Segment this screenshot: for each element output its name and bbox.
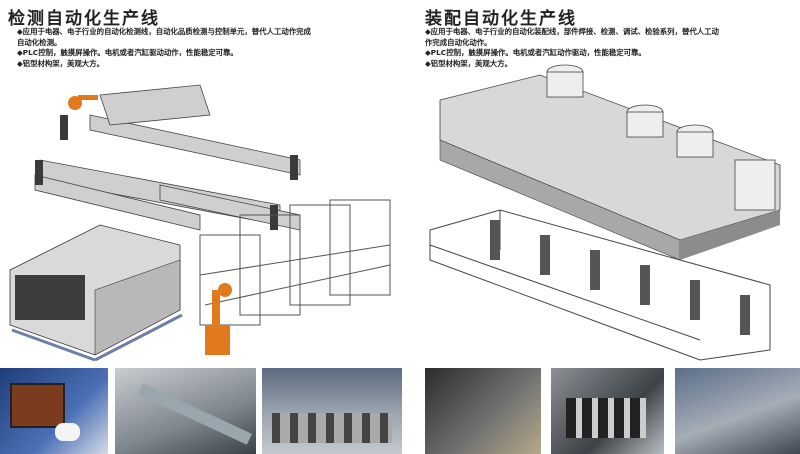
inspection-line-illustration — [9, 84, 391, 362]
photo-manual-testing — [0, 368, 108, 454]
photo-assembly-station-1 — [425, 368, 541, 454]
left-bullet-1: ◆应用于电器、电子行业的自动化检测线，自动化品质检测与控制单元，替代人工动作完成 — [17, 27, 311, 36]
right-bullet-1-cont: 作完成自动化动作。 — [425, 37, 492, 47]
left-bullet-1-cont: 自动化检测。 — [17, 37, 62, 47]
assembly-line-illustration — [429, 64, 781, 361]
photo-test-stations — [262, 368, 402, 454]
right-bullet-1: ◆应用于电器、电子行业的自动化装配线，部件焊接、检测、调试、检验系列，替代人工动 — [425, 27, 719, 36]
photo-assembly-station-2 — [551, 368, 664, 454]
left-bullets: ◆应用于电器、电子行业的自动化检测线，自动化品质检测与控制单元，替代人工动作完成… — [17, 27, 311, 69]
right-bullet-2: ◆PLC控制，触摸屏操作。电机或者汽缸动作驱动，性能稳定可靠。 — [425, 48, 646, 57]
left-bullet-2: ◆PLC控制，触摸屏操作。电机或者汽缸驱动动作，性能稳定可靠。 — [17, 48, 238, 57]
left-section-title: 检测自动化生产线 — [8, 9, 160, 29]
left-bullet-3: ◆铝型材构架，美观大方。 — [17, 58, 104, 68]
right-bullets: ◆应用于电器、电子行业的自动化装配线，部件焊接、检测、调试、检验系列，替代人工动… — [425, 27, 719, 69]
photo-conveyor-line — [115, 368, 256, 454]
right-section-title: 装配自动化生产线 — [425, 9, 577, 29]
right-bullet-3: ◆铝型材构架，美观大方。 — [425, 58, 512, 68]
photo-assembly-station-3 — [675, 368, 800, 454]
